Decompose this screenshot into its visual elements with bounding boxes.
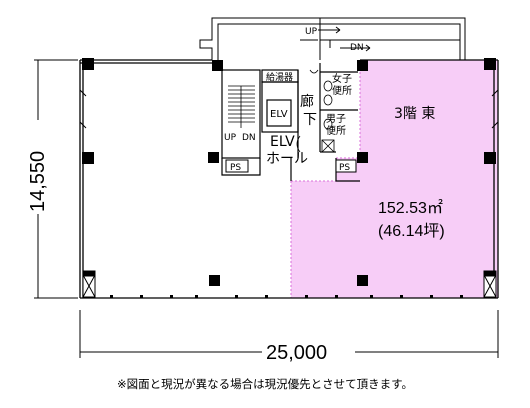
disclaimer-note: ※図面と現況が異なる場合は現況優先とさせて頂きます。	[117, 377, 413, 391]
window-mullions	[110, 295, 463, 298]
east-unit-area	[290, 59, 499, 299]
columns	[82, 58, 496, 286]
elv-hall-label-2: ホール	[266, 151, 308, 167]
ps-left-box	[225, 159, 249, 173]
height-dimension: 14,550	[27, 151, 49, 212]
water-heater-label: 給湯器	[266, 71, 293, 83]
mens-toilet-label-1: 男子	[326, 113, 346, 125]
area-m2-label: 152.53㎡	[378, 199, 443, 217]
area-tsubo-label: (46.14坪)	[378, 222, 445, 240]
top-up-label: UP	[305, 27, 318, 37]
core-walls	[221, 63, 360, 182]
height-dimension-line	[34, 59, 78, 299]
stair-dn-label: DN	[242, 133, 256, 143]
top-stair-arrows	[318, 26, 371, 52]
top-dn-label: DN	[350, 43, 364, 53]
ps-right-label: PS	[339, 163, 350, 173]
ps-left-label: PS	[230, 163, 241, 173]
side-wall-marks	[79, 89, 499, 129]
elv-label: ELV	[270, 109, 288, 120]
mens-toilet-label-2: 便所	[326, 124, 346, 137]
floor-east-label: 3階 東	[394, 106, 435, 122]
stair-up-label: UP	[224, 133, 237, 143]
width-dimension-line	[79, 310, 499, 358]
corridor-label-2: 下	[303, 112, 317, 128]
rooftop-stair-structure	[199, 17, 466, 60]
outer-walls	[79, 59, 499, 299]
ps-right-box	[335, 159, 357, 173]
toilet-fixtures	[296, 69, 335, 153]
elv-hall-label-1: ELV	[270, 134, 295, 150]
womens-toilet-label-1: 女子	[332, 72, 352, 85]
corner-boxes	[82, 270, 497, 298]
width-dimension: 25,000	[266, 342, 327, 364]
corridor-label-1: 廊	[300, 93, 314, 110]
core-stair	[228, 85, 255, 128]
womens-toilet-label-2: 便所	[332, 84, 352, 97]
